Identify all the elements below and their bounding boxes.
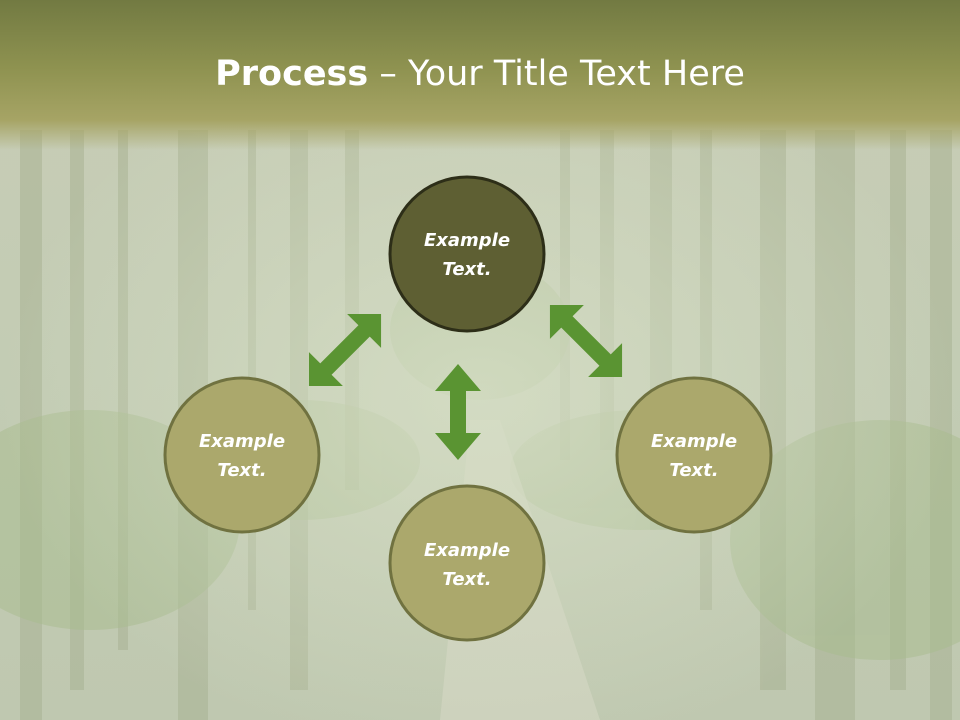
node-top-line2: Text.	[442, 259, 491, 280]
node-right-line1: Example	[651, 431, 737, 452]
node-bottom[interactable]: Example Text.	[388, 484, 546, 642]
title-rest: Your Title Text Here	[407, 54, 745, 94]
node-top[interactable]: Example Text.	[388, 175, 546, 333]
arrow-top-left[interactable]	[292, 297, 398, 403]
node-bottom-line1: Example	[424, 540, 510, 561]
node-left-line2: Text.	[217, 460, 266, 481]
title-dash: –	[368, 54, 408, 94]
node-top-line1: Example	[424, 230, 510, 251]
arrow-top-right[interactable]	[533, 288, 639, 394]
node-left-line1: Example	[199, 431, 285, 452]
arrow-top-bottom[interactable]	[435, 364, 481, 460]
slide-title[interactable]: Process – Your Title Text Here	[0, 50, 960, 98]
title-bold-part: Process	[215, 54, 369, 94]
node-right[interactable]: Example Text.	[615, 376, 773, 534]
title-band	[0, 0, 960, 150]
node-bottom-line2: Text.	[442, 569, 491, 590]
node-left[interactable]: Example Text.	[163, 376, 321, 534]
node-right-line2: Text.	[669, 460, 718, 481]
